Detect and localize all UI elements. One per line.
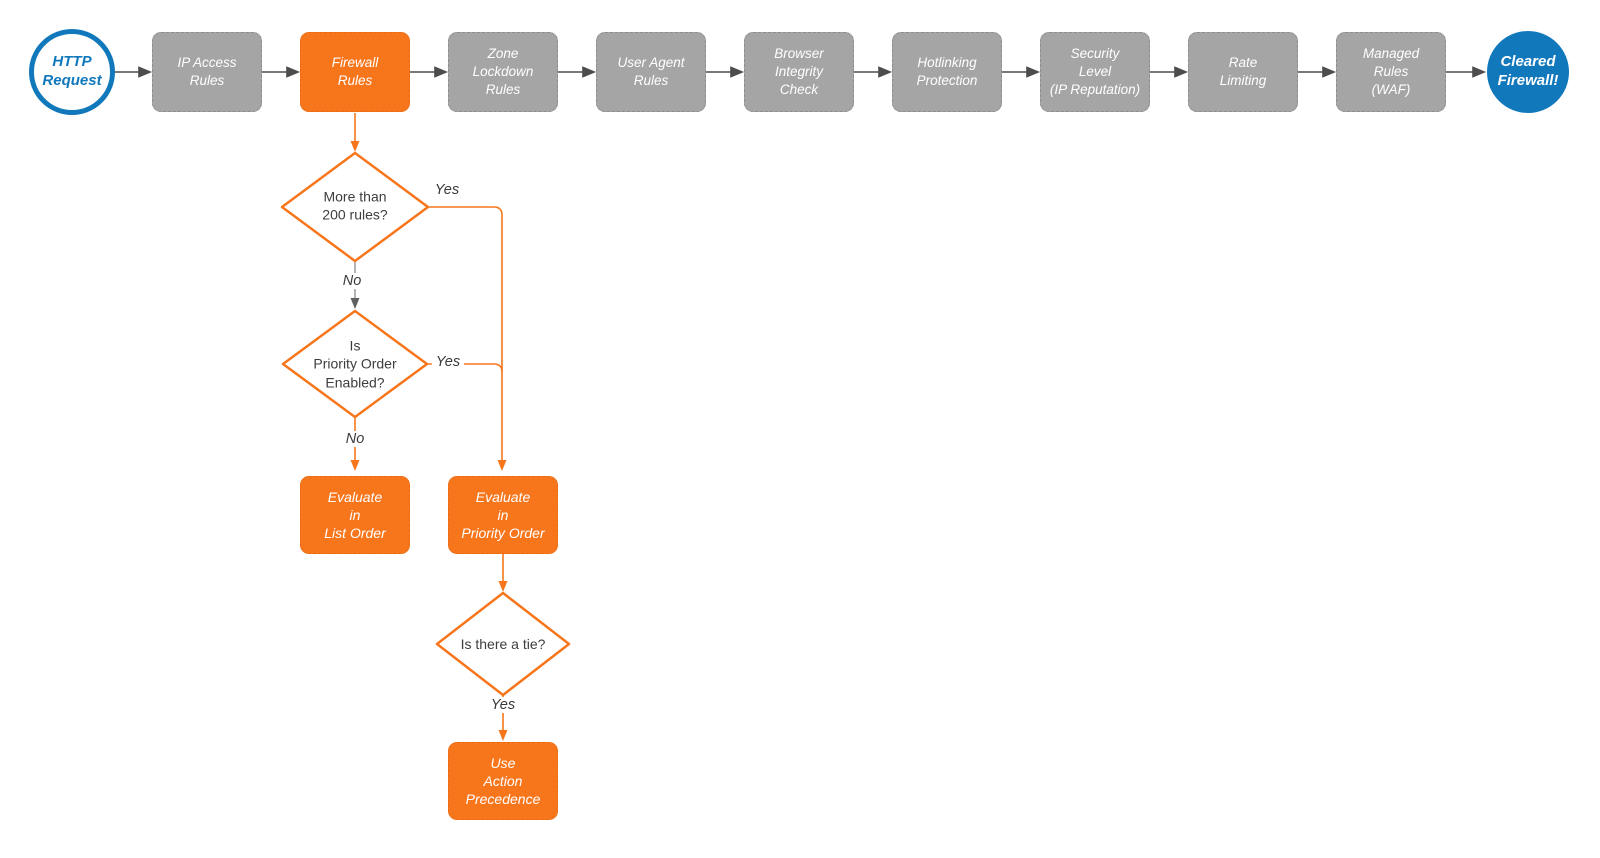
stage-box-firewall-rules: Firewall Rules: [300, 32, 410, 112]
start-node-http-request: HTTP Request: [29, 29, 115, 115]
stage-box-hotlinking-protection: Hotlinking Protection: [892, 32, 1002, 112]
action-box-evaluate-priority-order: Evaluate in Priority Order: [448, 476, 558, 554]
decision-more-than-200-shape: [280, 151, 430, 263]
edge-label-no-priority: No: [341, 431, 369, 447]
action-box-evaluate-list-order: Evaluate in List Order: [300, 476, 410, 554]
pipeline-arrows: [115, 66, 1487, 78]
decision-priority-enabled-label: Is Priority Order Enabled?: [313, 337, 397, 391]
stage-box-rate-limiting: Rate Limiting: [1188, 32, 1298, 112]
decision-more-than-200-label: More than 200 rules?: [322, 188, 388, 223]
edge-label-no-200: No: [338, 273, 366, 289]
stage-box-ip-access-rules: IP Access Rules: [152, 32, 262, 112]
edge-label-yes-200: Yes: [430, 182, 464, 198]
decision-tie-shape: [435, 591, 571, 697]
stage-box-managed-rules-waf: Managed Rules (WAF): [1336, 32, 1446, 112]
stage-box-zone-lockdown-rules: Zone Lockdown Rules: [448, 32, 558, 112]
edge-label-yes-priority: Yes: [431, 354, 465, 370]
decision-tie-label: Is there a tie?: [460, 635, 546, 652]
stage-box-user-agent-rules: User Agent Rules: [596, 32, 706, 112]
decision-priority-enabled-shape: [281, 309, 429, 419]
end-node-cleared-firewall: Cleared Firewall!: [1487, 31, 1569, 113]
stage-box-browser-integrity-check: Browser Integrity Check: [744, 32, 854, 112]
branch-arrowheads: [350, 141, 508, 741]
action-box-use-action-precedence: Use Action Precedence: [448, 742, 558, 820]
decision-diamonds: [280, 151, 571, 697]
stage-box-security-level: Security Level (IP Reputation): [1040, 32, 1150, 112]
edge-label-yes-tie: Yes: [486, 697, 520, 713]
